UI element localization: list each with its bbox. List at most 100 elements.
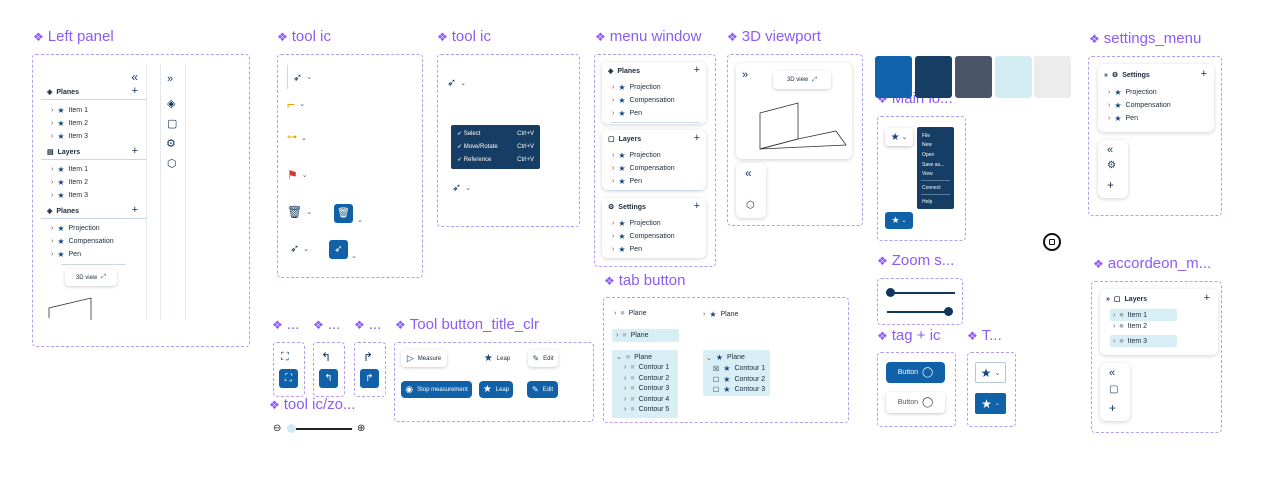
add-button[interactable]: + <box>693 200 700 212</box>
3d-view-button[interactable]: 3D view⤢ <box>773 71 831 89</box>
menu-item-view[interactable]: View <box>922 171 933 177</box>
tab-plane-collapsed[interactable]: ›■Plane <box>614 310 647 317</box>
select-tool[interactable]: ➶⌄ <box>287 65 316 89</box>
list-item[interactable]: ›★Pen <box>612 245 642 254</box>
expand-icon[interactable]: » <box>1104 71 1108 79</box>
collapse-button[interactable]: « <box>1107 144 1114 156</box>
list-item[interactable]: ›■Item 1 <box>1110 309 1177 321</box>
list-item[interactable]: ›★Projection <box>1108 88 1157 97</box>
redo-icon[interactable]: ↱ <box>363 350 374 364</box>
document-icon[interactable]: ▢ <box>167 118 178 130</box>
redo-icon-active[interactable]: ↱ <box>360 369 379 388</box>
list-item[interactable]: ›★Pen <box>612 177 642 186</box>
list-item[interactable]: ›★Item 3 <box>51 191 88 200</box>
add-button[interactable]: + <box>693 132 700 144</box>
menu-item-save-as[interactable]: Save as... <box>922 162 945 168</box>
path-tool[interactable]: ⚑⌄ <box>287 168 308 182</box>
section-header-layers[interactable]: ▤Layers <box>47 148 81 157</box>
zoom-out-icon[interactable]: ⊖ <box>273 423 282 434</box>
star-dropdown[interactable]: ★⌄ <box>885 128 913 146</box>
add-layers-button[interactable]: + <box>131 145 138 157</box>
list-item[interactable]: ›★Projection <box>612 83 661 92</box>
add-button[interactable]: + <box>1203 292 1210 304</box>
menu-item-help[interactable]: Help <box>922 199 933 205</box>
add-button[interactable]: + <box>693 64 700 76</box>
tab-plane-expanded[interactable]: ⌄■Plane ›■Contour 1 ›■Contour 2 ›■Contou… <box>612 350 678 418</box>
zoom-slider-thumb[interactable] <box>287 424 296 433</box>
list-item[interactable]: ›★Projection <box>51 224 100 233</box>
list-item[interactable]: ›★Pen <box>612 109 642 118</box>
list-item[interactable]: ›★Projection <box>612 151 661 160</box>
document-icon[interactable]: ▢ <box>1109 384 1119 395</box>
leap-button-active[interactable]: ★Leap <box>479 381 513 398</box>
collapse-button[interactable]: « <box>1109 367 1116 379</box>
list-item[interactable]: ›★Pen <box>51 250 81 259</box>
list-item[interactable]: ›★Item 2 <box>51 178 88 187</box>
zoom-fit-icon[interactable]: ⛶ <box>281 351 289 363</box>
list-item[interactable]: ›★Item 1 <box>51 106 88 115</box>
measure-tool[interactable]: ⊶⌄ <box>287 132 307 143</box>
expand-button[interactable]: » <box>167 73 174 85</box>
add-planes-button[interactable]: + <box>131 85 138 97</box>
list-item[interactable]: ›★Compensation <box>1108 101 1171 110</box>
menu-item-new[interactable]: New <box>922 142 933 148</box>
menu-item-open[interactable]: Open <box>922 152 935 158</box>
list-item[interactable]: ›★Compensation <box>51 237 114 246</box>
add-button[interactable]: + <box>1109 401 1117 415</box>
viewport[interactable]: » 3D view⤢ <box>736 63 852 159</box>
tab-plane-checklist[interactable]: ⌄★Plane ☒★Contour 1 ☐★Contour 2 ☐★Contou… <box>703 350 770 396</box>
3d-view-button[interactable]: 3D view⤢ <box>65 269 117 286</box>
zoom-thumb[interactable] <box>886 288 895 297</box>
zoom-thumb-2[interactable] <box>944 307 953 316</box>
tag-button-active[interactable]: Button◯ <box>886 362 945 383</box>
gear-icon[interactable]: ⚙ <box>166 138 176 150</box>
expand-icon[interactable]: » <box>1106 295 1110 303</box>
list-item[interactable]: ›★Compensation <box>612 232 675 241</box>
zoom-in-icon[interactable]: ⊕ <box>357 423 366 434</box>
leap-button[interactable]: ★Leap <box>483 353 511 364</box>
list-item[interactable]: ›★Compensation <box>612 96 675 105</box>
list-item[interactable]: ›★Item 2 <box>51 119 88 128</box>
menu-item-file[interactable]: File <box>922 133 931 139</box>
list-item[interactable]: ›★Compensation <box>612 164 675 173</box>
select-tool-4[interactable]: ➶⌄ <box>452 182 472 194</box>
select-tool-2[interactable]: ➶⌄ <box>290 243 310 255</box>
select-tool-3[interactable]: ➶⌄ <box>447 77 467 89</box>
section-header-planes[interactable]: ◈Planes <box>47 88 79 97</box>
menu-item-connect[interactable]: Connect <box>922 185 941 191</box>
add-planes-button-2[interactable]: + <box>131 204 138 216</box>
tab-plane-hover[interactable]: ›■Plane <box>612 329 679 342</box>
add-button[interactable]: + <box>1107 178 1115 192</box>
target-icon[interactable] <box>1043 233 1061 251</box>
layers-icon[interactable]: ◈ <box>167 98 176 110</box>
expand-button[interactable]: » <box>742 69 749 81</box>
select-tool-active[interactable]: ➶ <box>329 240 348 259</box>
zoom-fit-icon-active[interactable]: ⛶ <box>279 369 298 388</box>
collapse-button[interactable]: « <box>745 166 752 180</box>
list-item[interactable]: ›★Item 1 <box>51 165 88 174</box>
corner-tool[interactable]: ⌐⌄ <box>287 96 306 112</box>
list-item[interactable]: ›■Item 2 <box>1113 323 1148 330</box>
section-header-planes-2[interactable]: ◈Planes <box>47 207 79 216</box>
cube-icon[interactable]: ⬡ <box>167 158 177 170</box>
star-select[interactable]: ★⌄ <box>975 362 1006 383</box>
cube-icon[interactable]: ⬡ <box>746 200 755 211</box>
list-item[interactable]: ›★Projection <box>612 219 661 228</box>
delete-tool[interactable]: 🗑⌄ <box>287 205 313 219</box>
list-item[interactable]: ›■Item 3 <box>1110 335 1177 347</box>
delete-tool-active[interactable]: 🗑 <box>334 204 353 223</box>
star-dropdown-active[interactable]: ★⌄ <box>885 212 913 229</box>
edit-button-active[interactable]: ✎Edit <box>527 381 558 398</box>
tag-button[interactable]: Button◯ <box>886 392 945 413</box>
undo-icon[interactable]: ↰ <box>321 350 332 364</box>
stop-measurement-button[interactable]: ◉Stop measurement <box>401 381 472 398</box>
list-item[interactable]: ›★Item 3 <box>51 132 88 141</box>
list-item[interactable]: ›★Pen <box>1108 114 1138 123</box>
gear-icon[interactable]: ⚙ <box>1107 160 1116 171</box>
measure-button[interactable]: ▷Measure <box>401 350 447 367</box>
edit-button[interactable]: ✎Edit <box>528 350 558 367</box>
undo-icon-active[interactable]: ↰ <box>319 369 338 388</box>
